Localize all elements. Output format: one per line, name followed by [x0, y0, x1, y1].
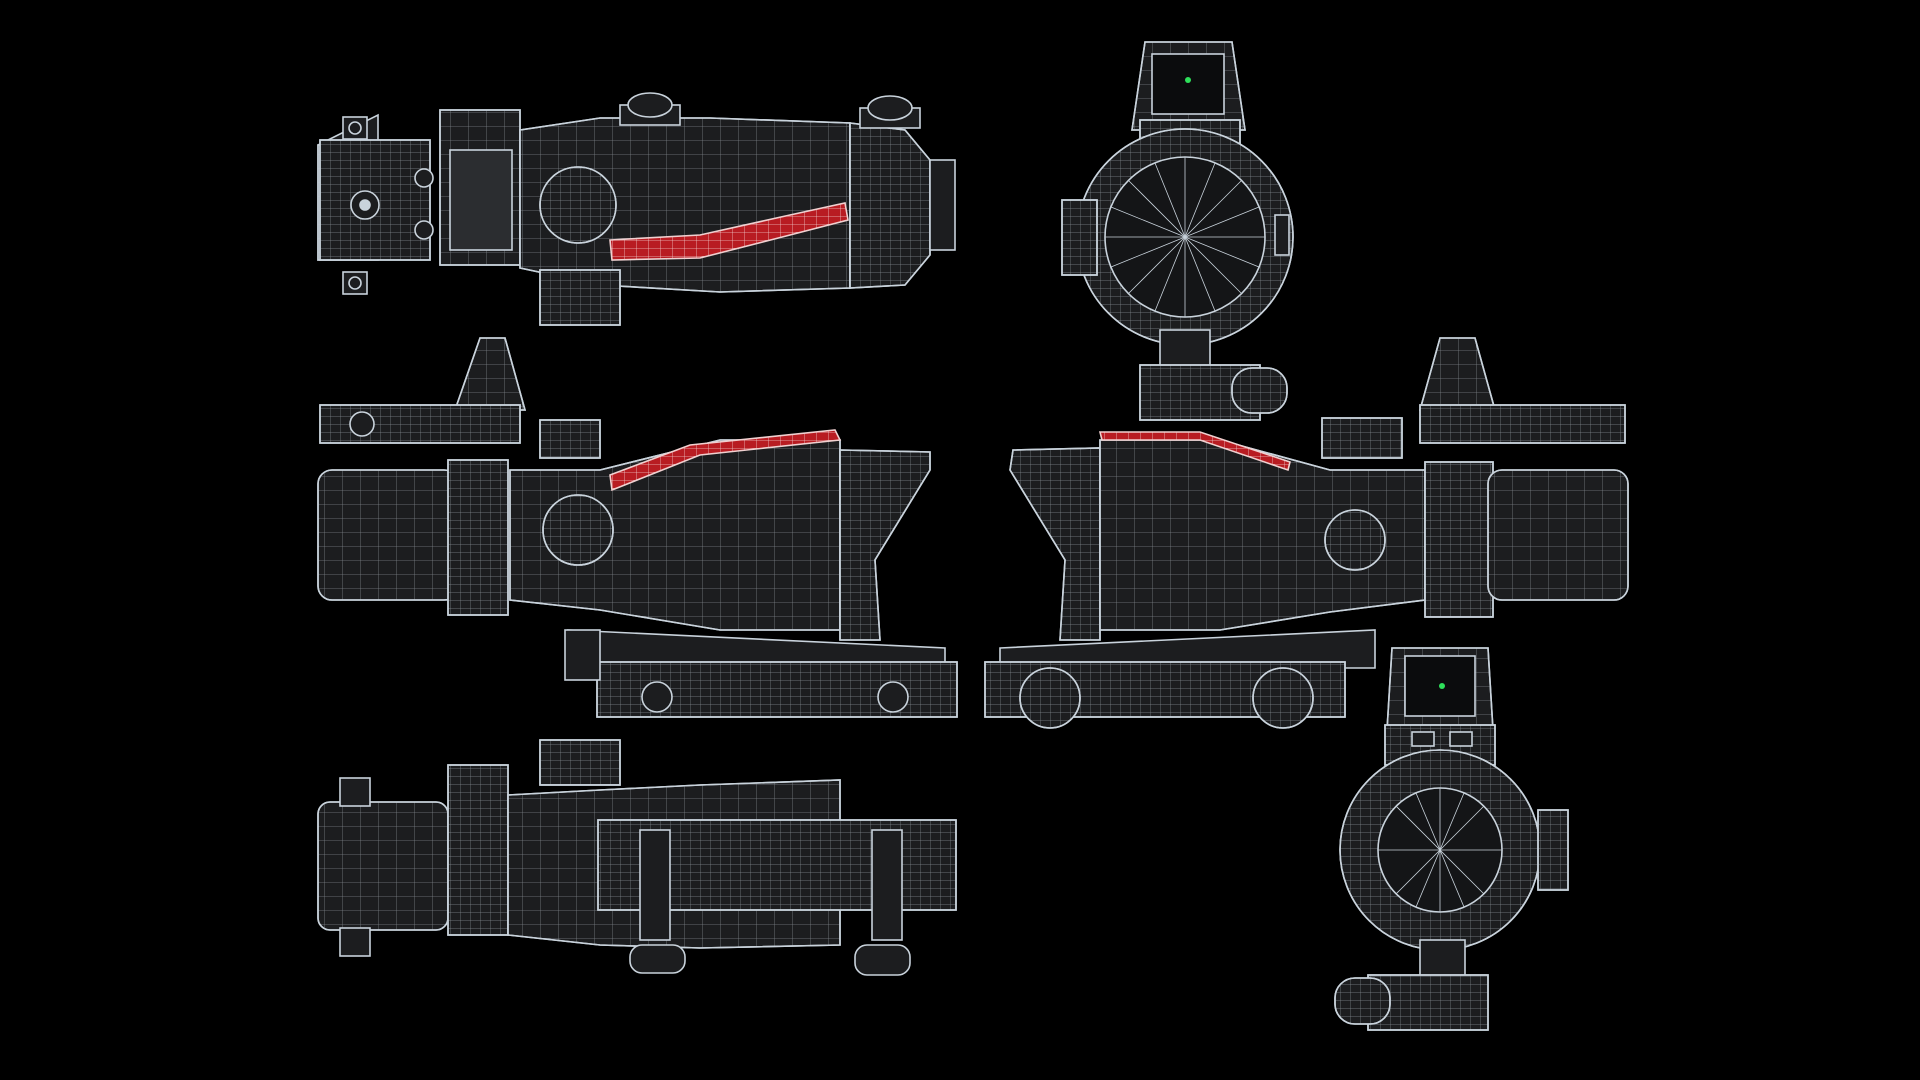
scope-left-side-view-icon: [317, 337, 958, 718]
scope-right-side-view-icon: [984, 337, 1629, 729]
scope-rear-view-icon: [1334, 647, 1569, 1031]
scope-front-view-icon: [1061, 41, 1294, 421]
scope-top-view-icon: [317, 92, 956, 326]
scope-bottom-view-icon: [317, 739, 957, 976]
